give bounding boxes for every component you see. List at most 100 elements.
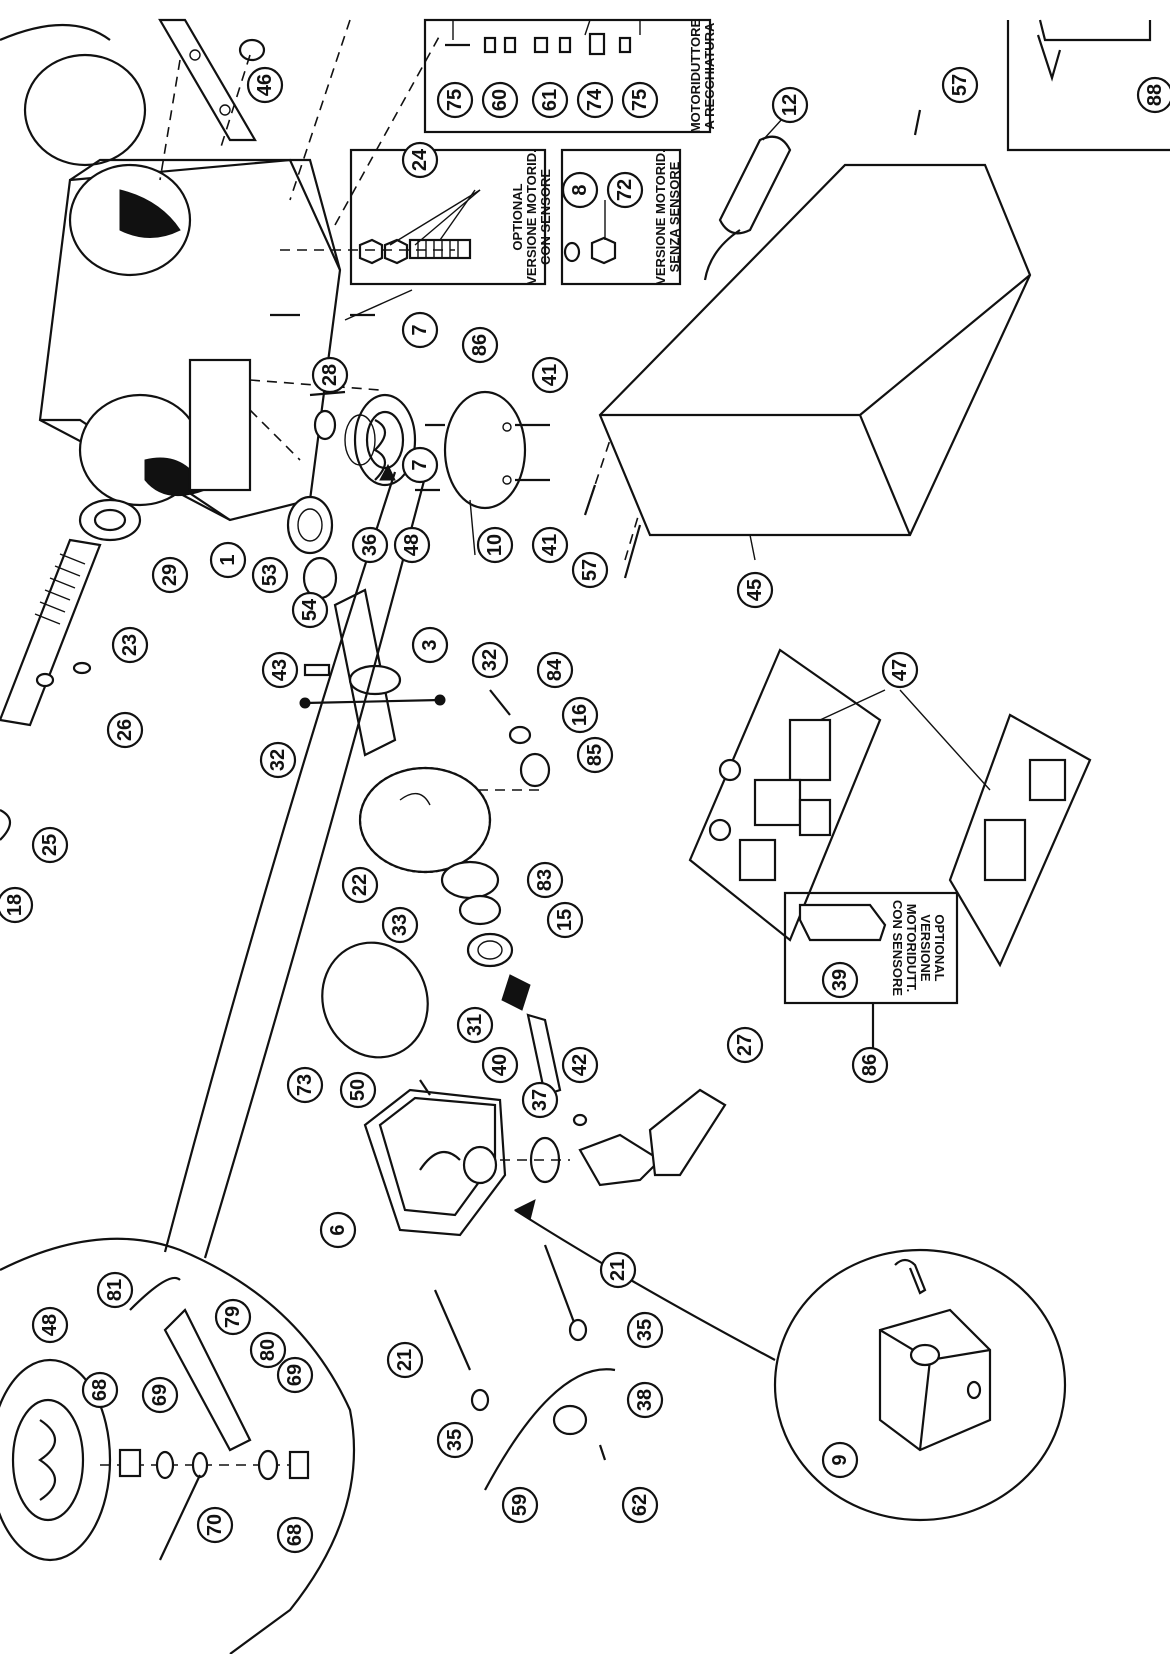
callout-48: 48 <box>31 1306 69 1344</box>
callout-69: 69 <box>141 1376 179 1414</box>
callout-75: 75 <box>621 81 659 119</box>
callout-83: 83 <box>526 861 564 899</box>
o-ring <box>321 941 429 1059</box>
callout-label: 70 <box>204 1514 226 1536</box>
callout-label: 16 <box>569 704 591 726</box>
callout-86: 86 <box>851 1046 889 1084</box>
callout-label: 33 <box>389 914 411 936</box>
box-label-line: OPTIONAL <box>932 914 947 981</box>
callout-29: 29 <box>151 556 189 594</box>
callout-label: 57 <box>579 559 601 581</box>
callout-label: 53 <box>259 564 281 586</box>
output-shaft-assembly <box>286 495 551 791</box>
callout-33: 33 <box>381 906 419 944</box>
callout-54: 54 <box>291 591 329 629</box>
callout-48: 48 <box>393 526 431 564</box>
callout-label: 15 <box>554 909 576 931</box>
callout-label: 10 <box>484 534 506 556</box>
callout-38: 38 <box>626 1381 664 1419</box>
callout-label: 74 <box>584 88 606 111</box>
callout-label: 84 <box>544 658 566 681</box>
box-label-line: SENZA SENSORE <box>667 161 682 272</box>
callout-16: 16 <box>561 696 599 734</box>
callout-label: 50 <box>347 1079 369 1101</box>
callout-68: 68 <box>276 1516 314 1554</box>
callout-label: 29 <box>159 564 181 586</box>
callout-label: 23 <box>119 634 141 656</box>
callout-label: 3 <box>419 639 441 650</box>
callout-label: 68 <box>284 1524 306 1546</box>
callout-3: 3 <box>411 626 449 664</box>
bottom-fasteners <box>433 1244 616 1491</box>
callout-43: 43 <box>261 651 299 689</box>
callout-label: 38 <box>634 1389 656 1411</box>
worm-shaft <box>0 538 102 841</box>
callout-60: 60 <box>481 81 519 119</box>
callout-39: 39 <box>821 961 859 999</box>
callout-label: 88 <box>1144 84 1166 106</box>
callout-label: 9 <box>829 1454 851 1465</box>
control-board-small <box>948 713 1092 968</box>
callout-21: 21 <box>386 1341 424 1379</box>
callout-57: 57 <box>571 551 609 589</box>
callout-23: 23 <box>111 626 149 664</box>
callout-61: 61 <box>531 81 569 119</box>
callout-68: 68 <box>81 1371 119 1409</box>
callout-label: 35 <box>444 1429 466 1451</box>
callout-label: 7 <box>409 324 431 335</box>
callout-label: 18 <box>4 894 26 916</box>
control-board-main <box>688 648 882 942</box>
callout-35: 35 <box>436 1421 474 1459</box>
callout-label: 27 <box>734 1034 756 1056</box>
callout-label: 25 <box>39 834 61 856</box>
callout-45: 45 <box>736 571 774 609</box>
callout-7: 7 <box>401 311 439 349</box>
release-housing <box>363 1079 507 1237</box>
box-label-line: VERSIONE <box>918 914 933 982</box>
callout-label: 35 <box>634 1319 656 1341</box>
callout-18: 18 <box>0 886 34 924</box>
callout-69: 69 <box>276 1356 314 1394</box>
callout-label: 22 <box>349 874 371 896</box>
callout-label: 1 <box>217 554 239 565</box>
callout-15: 15 <box>546 901 584 939</box>
callout-label: 69 <box>284 1364 306 1386</box>
box-parts <box>358 238 472 265</box>
callout-1: 1 <box>209 541 247 579</box>
callout-label: 61 <box>539 89 561 111</box>
callout-41: 41 <box>531 526 569 564</box>
callout-81: 81 <box>96 1271 134 1309</box>
callout-10: 10 <box>476 526 514 564</box>
callout-50: 50 <box>339 1071 377 1109</box>
callout-35: 35 <box>626 1311 664 1349</box>
callout-label: 31 <box>464 1014 486 1036</box>
callout-label: 85 <box>584 744 606 766</box>
callout-label: 86 <box>469 334 491 356</box>
callout-32: 32 <box>259 741 297 779</box>
callout-57: 57 <box>941 66 979 104</box>
callout-62: 62 <box>621 1486 659 1524</box>
callout-70: 70 <box>196 1506 234 1544</box>
callout-32: 32 <box>471 641 509 679</box>
callout-72: 72 <box>606 171 644 209</box>
callout-label: 6 <box>327 1224 349 1235</box>
callout-label: 12 <box>779 94 801 116</box>
callout-80: 80 <box>249 1331 287 1369</box>
callout-label: 26 <box>114 719 136 741</box>
callout-41: 41 <box>531 356 569 394</box>
sensor-detail <box>0 457 432 1655</box>
callout-label: 41 <box>539 534 561 556</box>
callout-47: 47 <box>881 651 919 689</box>
leader-lines <box>344 117 991 791</box>
callout-label: 72 <box>614 179 636 201</box>
box-label-line: MOTORIDUTTORE <box>688 18 703 133</box>
box-part-line <box>445 19 641 56</box>
optional-sensore-box: OPTIONAL VERSIONE MOTORID. CON SENSORE <box>349 148 553 286</box>
callout-label: 59 <box>509 1494 531 1516</box>
callout-label: 41 <box>539 364 561 386</box>
callout-label: 48 <box>401 534 423 556</box>
senza-sensore-label: VERSIONE MOTORID. SENZA SENSORE <box>653 149 682 285</box>
callout-label: 47 <box>889 659 911 681</box>
callout-label: 57 <box>949 74 971 96</box>
callout-36: 36 <box>351 526 389 564</box>
